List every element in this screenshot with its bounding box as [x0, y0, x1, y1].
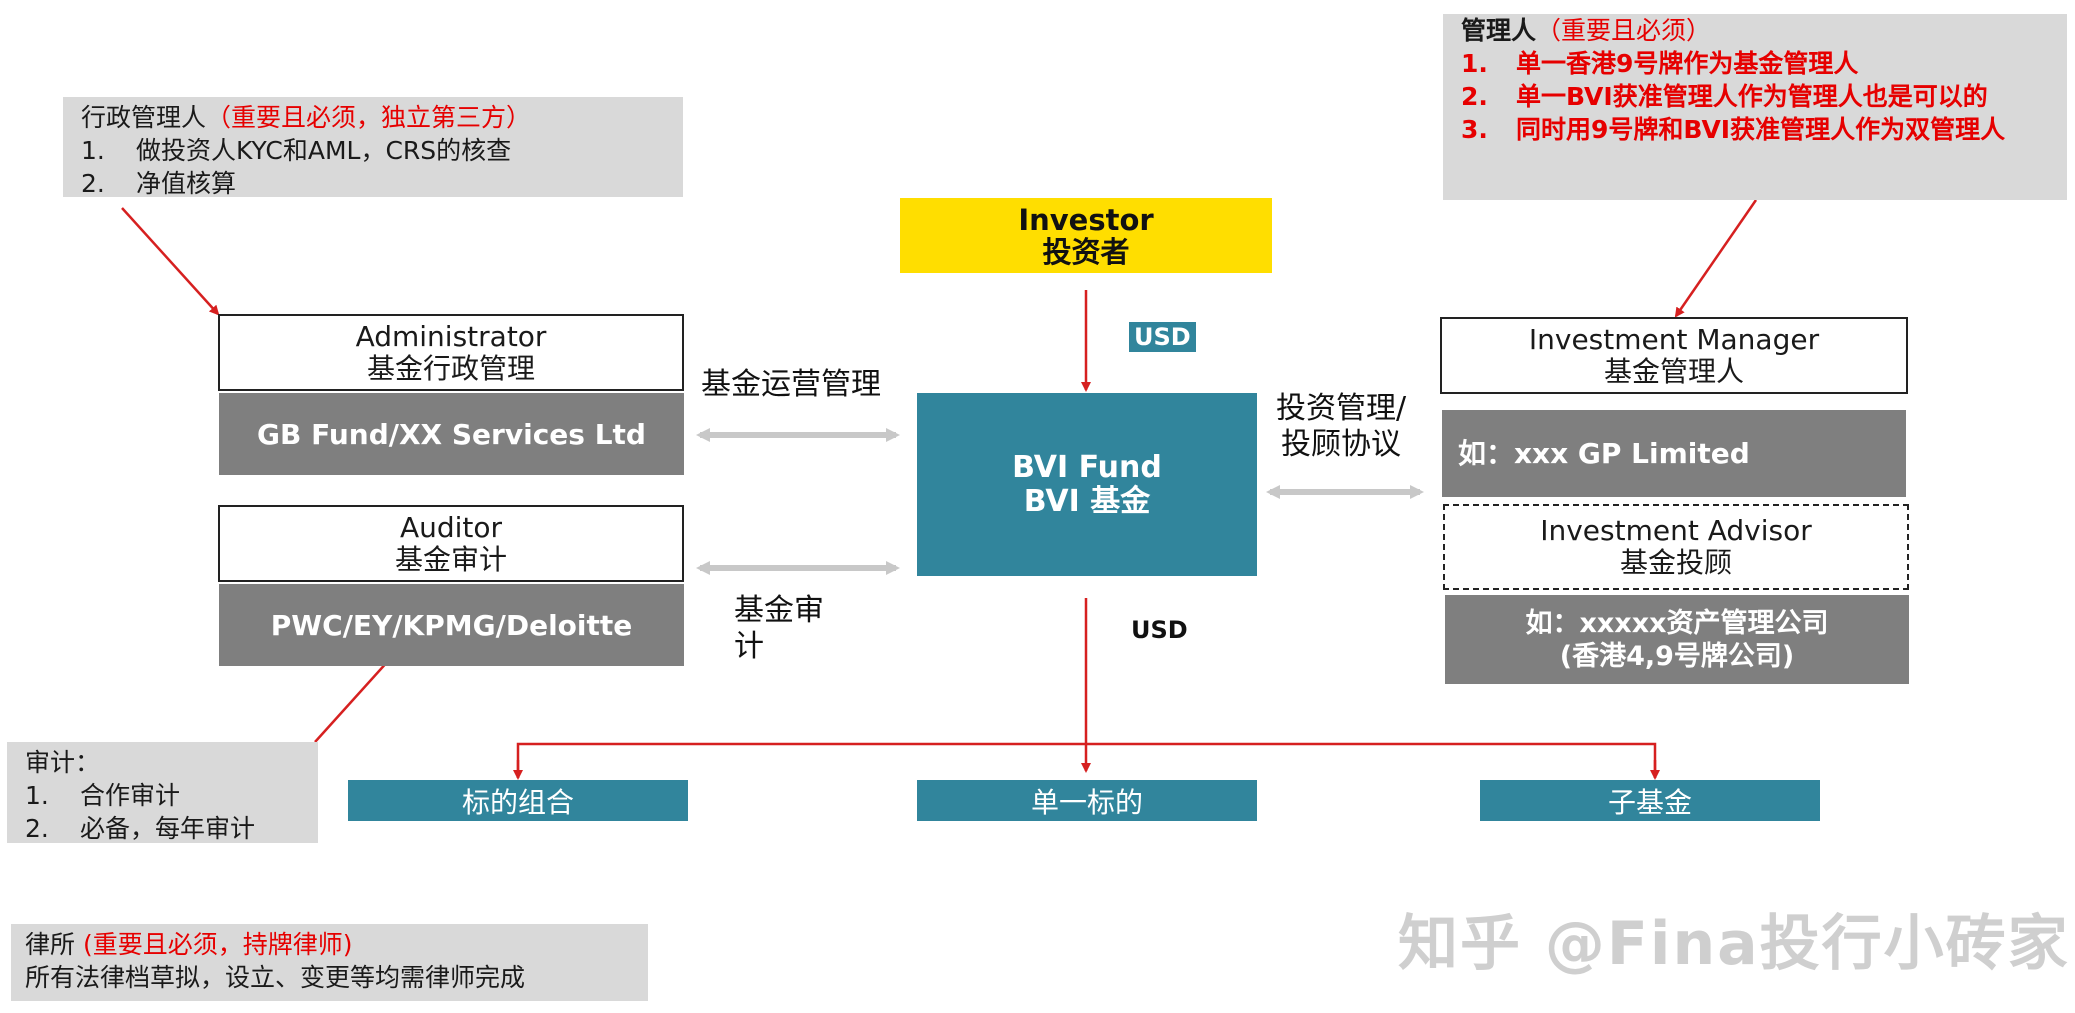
investor-en: Investor: [1018, 202, 1154, 237]
target-portfolio-box: 标的组合: [348, 780, 688, 821]
watermark: 知乎 @Fina投行小砖家: [1398, 909, 2070, 979]
investment-manager-box: Investment Manager 基金管理人: [1440, 317, 1908, 394]
administrator-cn: 基金行政管理: [366, 351, 535, 385]
fund-cn: BVI 基金: [1023, 483, 1151, 519]
investment-manager-example: 如：xxx GP Limited: [1442, 410, 1906, 497]
investment-manager-en: Investment Manager: [1528, 322, 1820, 356]
manager-note-title: 管理人: [1461, 16, 1537, 45]
bvi-fund-box: BVI Fund BVI 基金: [917, 393, 1257, 576]
auditor-box: Auditor 基金审计: [218, 505, 684, 582]
audit-note: 审计： 1.合作审计 2.必备，每年审计: [7, 742, 318, 843]
law-firm-note-title: 律所: [25, 930, 76, 959]
mgmt-agreement-label: 投资管理/ 投顾协议: [1276, 391, 1407, 462]
law-firm-note-title-red: (重要且必须，持牌律师): [82, 930, 353, 959]
law-firm-note: 律所 (重要且必须，持牌律师) 所有法律档草拟，设立、变更等均需律师完成: [11, 924, 648, 1001]
audit-label: 基金审 计: [734, 593, 824, 664]
arrow-manager-note: [1674, 199, 1758, 318]
list-item: 2.必备，每年审计: [25, 814, 256, 843]
manager-note: 管理人（重要且必须） 1.单一香港9号牌作为基金管理人 2.单一BVI获准管理人…: [1443, 14, 2067, 200]
investment-advisor-box: Investment Advisor 基金投顾: [1443, 504, 1909, 590]
fund-en: BVI Fund: [1012, 449, 1162, 485]
list-item: 2.净值核算: [81, 169, 237, 198]
administrator-en: Administrator: [355, 319, 547, 353]
usd-top-badge: USD: [1129, 322, 1196, 352]
list-item: 3.同时用9号牌和BVI获准管理人作为双管理人: [1461, 115, 2006, 144]
sub-fund-box: 子基金: [1480, 780, 1820, 821]
administrator-note: 行政管理人（重要且必须，独立第三方） 1.做投资人KYC和AML，CRS的核查 …: [63, 97, 683, 198]
auditor-cn: 基金审计: [394, 542, 507, 576]
investment-manager-cn: 基金管理人: [1603, 354, 1744, 388]
auditor-en: Auditor: [399, 510, 503, 544]
list-item: 1.合作审计: [25, 781, 181, 810]
manager-note-title-red: （重要且必须）: [1536, 16, 1712, 45]
list-item: 1.单一香港9号牌作为基金管理人: [1461, 49, 1859, 78]
list-item: 2.单一BVI获准管理人作为管理人也是可以的: [1461, 82, 1988, 111]
administrator-box: Administrator 基金行政管理: [218, 314, 684, 391]
usd-bottom-label: USD: [1131, 616, 1188, 644]
administrator-note-title: 行政管理人: [81, 103, 207, 132]
investment-advisor-cn: 基金投顾: [1619, 546, 1732, 579]
single-target-box: 单一标的: [917, 780, 1257, 821]
administrator-example: GB Fund/XX Services Ltd: [219, 393, 684, 475]
investment-advisor-example: 如：xxxxx资产管理公司 (香港4,9号牌公司): [1445, 595, 1909, 684]
audit-note-title: 审计：: [25, 748, 101, 777]
law-firm-note-line2: 所有法律档草拟，设立、变更等均需律师完成: [25, 963, 526, 992]
investment-advisor-en: Investment Advisor: [1540, 514, 1812, 547]
investor-box: Investor 投资者: [900, 198, 1272, 273]
arrow-admin-note: [121, 207, 220, 316]
administrator-note-title-red: （重要且必须，独立第三方）: [206, 103, 532, 132]
ops-label: 基金运营管理: [701, 367, 881, 402]
list-item: 1.做投资人KYC和AML，CRS的核查: [81, 136, 512, 165]
auditor-example: PWC/EY/KPMG/Deloitte: [219, 584, 684, 666]
investor-cn: 投资者: [1042, 234, 1130, 269]
